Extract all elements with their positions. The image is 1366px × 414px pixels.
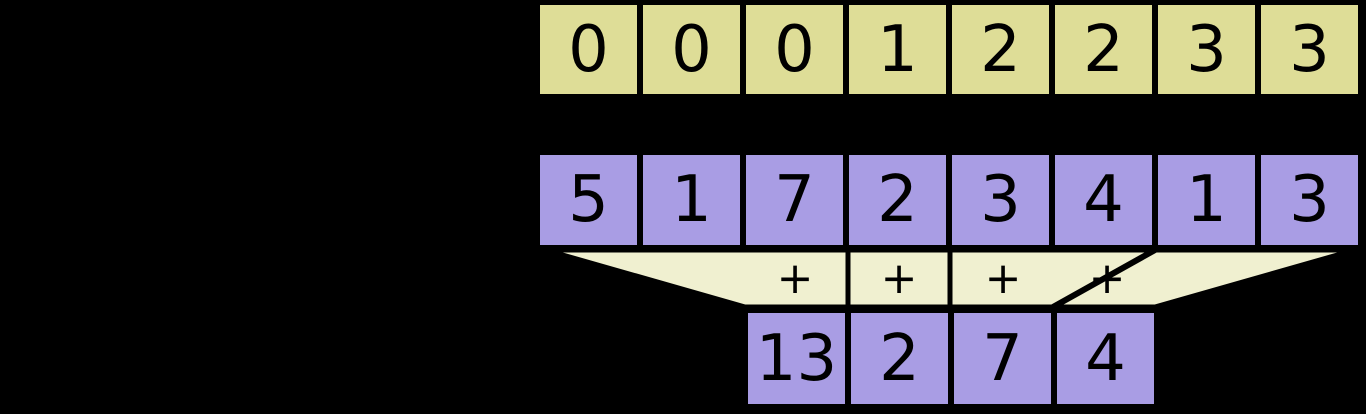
value-cell[interactable]: 5 — [537, 152, 640, 248]
index-cell[interactable]: 0 — [640, 2, 743, 97]
plus-icon: + — [1088, 253, 1126, 304]
index-cell[interactable]: 1 — [846, 2, 949, 97]
index-cell[interactable]: 3 — [1258, 2, 1361, 97]
value-cell[interactable]: 3 — [949, 152, 1052, 248]
funnel-left-wing — [544, 247, 1356, 310]
plus-icon: + — [880, 253, 918, 304]
result-cell[interactable]: 2 — [848, 310, 951, 407]
index-cell[interactable]: 0 — [743, 2, 846, 97]
value-cell[interactable]: 7 — [743, 152, 846, 248]
value-cell[interactable]: 2 — [846, 152, 949, 248]
value-cell[interactable]: 1 — [1155, 152, 1258, 248]
plus-icon: + — [776, 253, 814, 304]
index-cell[interactable]: 3 — [1155, 2, 1258, 97]
result-cell[interactable]: 13 — [745, 310, 848, 407]
value-cell[interactable]: 1 — [640, 152, 743, 248]
value-cell[interactable]: 3 — [1258, 152, 1361, 248]
index-cell[interactable]: 0 — [537, 2, 640, 97]
index-cell[interactable]: 2 — [1052, 2, 1155, 97]
index-cell[interactable]: 2 — [949, 2, 1052, 97]
value-cell[interactable]: 4 — [1052, 152, 1155, 248]
result-cell[interactable]: 7 — [951, 310, 1054, 407]
plus-icon: + — [984, 253, 1022, 304]
result-cell[interactable]: 4 — [1054, 310, 1157, 407]
